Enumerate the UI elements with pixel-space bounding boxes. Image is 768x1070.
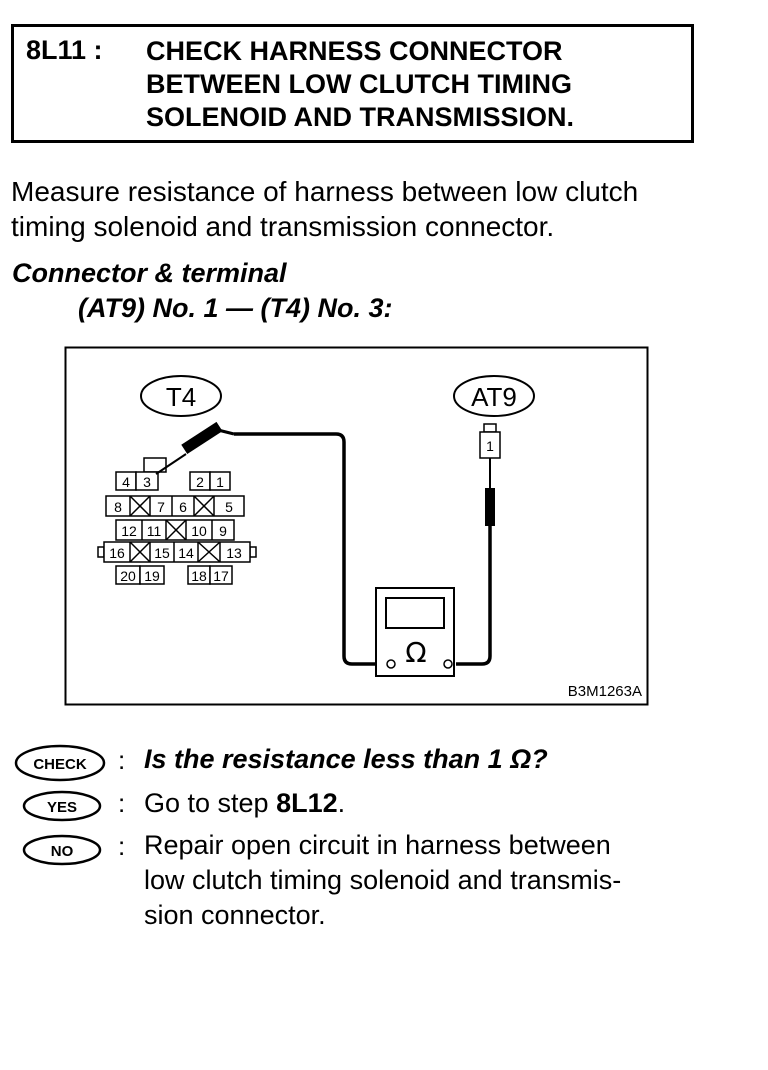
t4-pin: 17	[213, 568, 229, 584]
t4-pin: 15	[154, 545, 170, 561]
t4-pin: 18	[191, 568, 207, 584]
no-badge-icon: NO	[22, 834, 102, 866]
t4-pin: 6	[179, 499, 187, 515]
connector-terminal-value: (AT9) No. 1 — (T4) No. 3:	[78, 293, 393, 323]
t4-pin: 4	[122, 474, 130, 490]
yes-step-link: 8L12	[276, 788, 338, 818]
no-answer-line: Repair open circuit in harness between	[144, 830, 611, 860]
t4-pin: 12	[121, 523, 137, 539]
wiring-diagram: T4 AT9 4 3 2 1 8 7 6	[64, 346, 649, 706]
check-question: Is the resistance less than 1 Ω?	[144, 744, 548, 774]
step-title-line: CHECK HARNESS CONNECTOR	[146, 36, 563, 66]
instruction-line: timing solenoid and transmission connect…	[11, 211, 555, 242]
t4-pin: 16	[109, 545, 125, 561]
check-badge-icon: CHECK	[14, 744, 106, 782]
wiring-diagram-svg: T4 AT9 4 3 2 1 8 7 6	[64, 346, 649, 706]
ohm-icon: Ω	[405, 636, 426, 669]
t4-label-oval	[140, 375, 222, 417]
check-colon: :	[118, 745, 126, 775]
step-title: CHECK HARNESS CONNECTOR BETWEEN LOW CLUT…	[146, 35, 574, 134]
ohmmeter: Ω	[375, 587, 455, 677]
at9-connector: 1	[479, 423, 501, 526]
step-header-box: 8L11 : CHECK HARNESS CONNECTOR BETWEEN L…	[11, 24, 694, 143]
instruction-line: Measure resistance of harness between lo…	[11, 176, 639, 207]
step-title-line: SOLENOID AND TRANSMISSION.	[146, 102, 575, 132]
t4-wire	[234, 432, 386, 666]
instruction-text: Measure resistance of harness between lo…	[11, 174, 638, 244]
step-title-line: BETWEEN LOW CLUTCH TIMING	[146, 69, 572, 99]
yes-answer: Go to step 8L12.	[144, 786, 345, 821]
yes-suffix: .	[337, 788, 346, 818]
t4-pin: 20	[120, 568, 136, 584]
t4-pin: 2	[196, 474, 204, 490]
yes-prefix: Go to step	[144, 788, 277, 818]
at9-label-oval	[453, 375, 535, 417]
t4-label: T4	[166, 382, 196, 412]
t4-pin: 9	[219, 523, 227, 539]
step-id: 8L11 :	[26, 35, 103, 65]
at9-wire	[456, 526, 492, 666]
no-answer-line: sion connector.	[144, 900, 326, 930]
at9-pin: 1	[486, 438, 494, 454]
t4-pin: 11	[147, 523, 162, 539]
no-badge-label: NO	[51, 843, 74, 860]
t4-pin: 19	[144, 568, 160, 584]
no-colon: :	[118, 831, 126, 861]
no-answer-line: low clutch timing solenoid and transmis-	[144, 865, 622, 895]
t4-pin: 5	[225, 499, 233, 515]
figure-code: B3M1263A	[568, 683, 642, 700]
at9-label: AT9	[471, 382, 517, 412]
connector-terminal-label: Connector & terminal	[12, 258, 287, 288]
no-answer: Repair open circuit in harness between l…	[144, 828, 621, 933]
t4-pin: 3	[143, 474, 151, 490]
t4-pin: 8	[114, 499, 122, 515]
t4-pin: 14	[178, 545, 194, 561]
t4-connector: 4 3 2 1 8 7 6 5 12 11	[97, 457, 257, 585]
yes-badge-label: YES	[47, 799, 77, 816]
t4-pin: 1	[216, 474, 224, 490]
yes-colon: :	[118, 788, 126, 818]
t4-probe	[155, 421, 235, 475]
yes-badge-icon: YES	[22, 790, 102, 822]
check-badge-label: CHECK	[33, 756, 87, 773]
t4-pin: 10	[191, 523, 207, 539]
t4-pin: 7	[157, 499, 165, 515]
t4-pin: 13	[226, 545, 242, 561]
